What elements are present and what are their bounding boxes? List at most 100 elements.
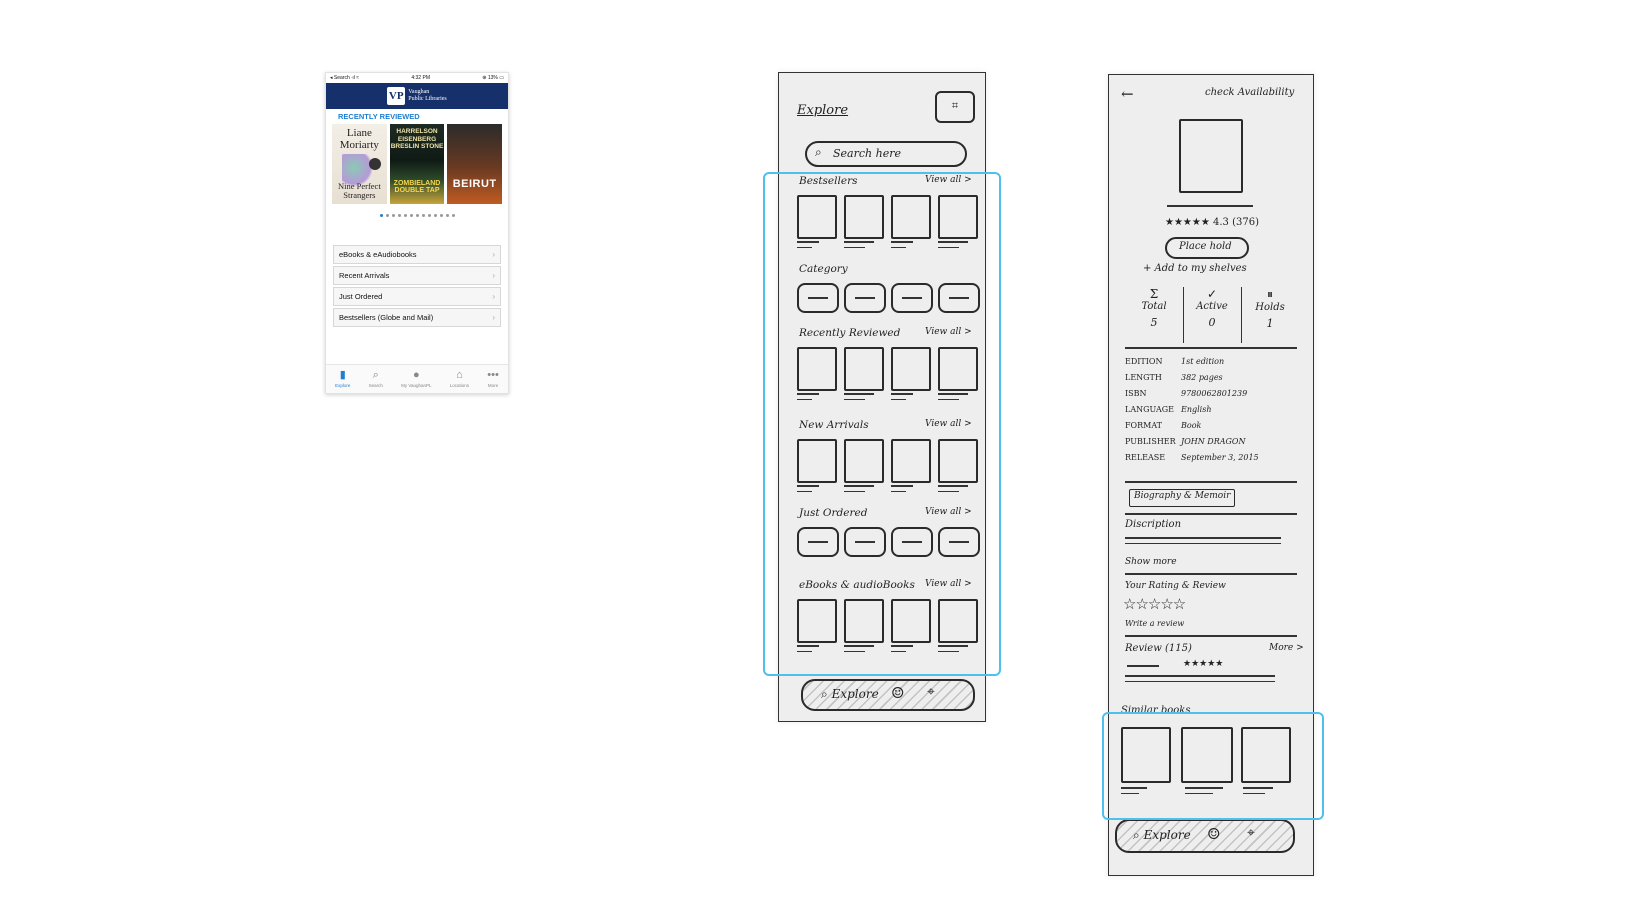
pager-dot[interactable] (433, 214, 437, 217)
pager-dot[interactable] (427, 214, 431, 217)
menu-item-recent-arrivals[interactable]: Recent Arrivals › (333, 266, 501, 285)
book-thumbnail[interactable] (844, 439, 884, 483)
pager-dot[interactable] (379, 214, 383, 217)
nav-explore[interactable]: ⌕ Explore (1133, 828, 1191, 843)
pager-dot[interactable] (397, 214, 401, 217)
book-thumbnail[interactable] (844, 347, 884, 391)
chip-label-line (949, 541, 969, 543)
book-thumbnail[interactable] (938, 195, 978, 239)
brand-line-1: Vaughan (408, 89, 430, 95)
book-thumbnail[interactable] (891, 599, 931, 643)
pager-dot[interactable] (415, 214, 419, 217)
chevron-right-icon: › (492, 271, 495, 280)
similar-book-2[interactable] (1181, 727, 1233, 783)
tab-explore[interactable]: ▮ Explore (335, 369, 350, 389)
rating-stars-input[interactable]: ☆☆☆☆☆ (1123, 595, 1186, 613)
book-thumbnail[interactable] (891, 347, 931, 391)
menu-item-ebooks[interactable]: eBooks & eAudiobooks › (333, 245, 501, 264)
category-chip[interactable] (797, 527, 839, 557)
person-icon[interactable]: ☺ (1207, 825, 1221, 843)
similar-book-1[interactable] (1121, 727, 1171, 783)
pager-dot[interactable] (451, 214, 455, 217)
view-all-link[interactable]: View all > (925, 419, 972, 429)
book-text-lines (797, 485, 819, 496)
tab-more[interactable]: ••• More (487, 370, 499, 389)
book-text-lines (844, 241, 874, 252)
genre-tag[interactable]: Biography & Memoir (1129, 489, 1235, 507)
book-cover-3[interactable]: BEIRUT (447, 124, 503, 204)
nav-explore-label: Explore (831, 687, 879, 701)
pager-dot[interactable] (403, 214, 407, 217)
view-all-link[interactable]: View all > (925, 175, 972, 185)
show-more-link[interactable]: Show more (1125, 557, 1177, 567)
book-thumbnail[interactable] (891, 439, 931, 483)
category-chip[interactable] (891, 283, 933, 313)
section-label: Category (799, 263, 848, 275)
location-pin-icon[interactable]: ⌖ (927, 684, 935, 700)
book-text-lines (938, 645, 968, 656)
back-arrow-icon[interactable]: ← (1121, 85, 1134, 103)
book-text-lines (938, 393, 968, 404)
tab-my-vaughanpl[interactable]: ● My VaughanPL (401, 370, 431, 389)
menu-item-bestsellers[interactable]: Bestsellers (Globe and Mail) › (333, 308, 501, 327)
view-all-link[interactable]: View all > (925, 507, 972, 517)
scan-qr-icon[interactable]: ⌗ (935, 91, 975, 123)
book-cover-2[interactable]: HARRELSON EISENBERG BRESLIN STONE ZOMBIE… (389, 124, 445, 204)
stat-value: 1 (1266, 317, 1274, 330)
pager-dot[interactable] (445, 214, 449, 217)
person-icon[interactable]: ☺ (891, 684, 905, 702)
similar-book-3[interactable] (1241, 727, 1291, 783)
your-rating-label: Your Rating & Review (1125, 581, 1226, 591)
category-chip[interactable] (891, 527, 933, 557)
add-to-shelves-link[interactable]: + Add to my shelves (1143, 263, 1247, 274)
book-thumbnail[interactable] (797, 195, 837, 239)
category-chip[interactable] (938, 283, 980, 313)
menu-item-label: Just Ordered (339, 292, 383, 301)
book-thumbnail[interactable] (938, 439, 978, 483)
description-label: Discription (1125, 519, 1182, 530)
nav-explore[interactable]: ⌕ Explore (821, 687, 879, 702)
book-text-lines (891, 241, 913, 252)
category-chip[interactable] (844, 283, 886, 313)
pager-dot[interactable] (409, 214, 413, 217)
more-reviews-link[interactable]: More > (1269, 643, 1304, 653)
similar-book-1-lines (1121, 787, 1147, 798)
pager-dot[interactable] (391, 214, 395, 217)
book-thumbnail[interactable] (797, 439, 837, 483)
book-thumbnail[interactable] (891, 195, 931, 239)
location-pin-icon[interactable]: ⌖ (1247, 825, 1255, 841)
view-all-link[interactable]: View all > (925, 579, 972, 589)
pager-dot[interactable] (421, 214, 425, 217)
tab-locations[interactable]: ⌂ Locations (450, 370, 469, 389)
pager-dot[interactable] (439, 214, 443, 217)
book-text-lines (891, 393, 913, 404)
tab-search[interactable]: ⌕ Search (369, 370, 383, 389)
book-thumbnail[interactable] (797, 347, 837, 391)
book-cover-1[interactable]: Liane Moriarty Nine Perfect Strangers (332, 124, 387, 204)
place-hold-button[interactable]: Place hold (1165, 237, 1249, 259)
meta-key: FORMAT (1125, 421, 1162, 430)
menu-item-just-ordered[interactable]: Just Ordered › (333, 287, 501, 306)
check-availability-link[interactable]: check Availability (1205, 87, 1295, 98)
category-chip[interactable] (844, 527, 886, 557)
search-input[interactable]: ⌕ Search here (805, 141, 967, 167)
book-thumbnail[interactable] (844, 195, 884, 239)
book-thumbnail[interactable] (797, 599, 837, 643)
cover-cast: HARRELSON EISENBERG BRESLIN STONE (390, 128, 444, 150)
cover-carousel[interactable]: Liane Moriarty Nine Perfect Strangers HA… (326, 121, 508, 204)
stat-label: Active (1196, 301, 1228, 312)
meta-key: ISBN (1125, 389, 1147, 398)
category-chip[interactable] (938, 527, 980, 557)
write-review-link[interactable]: Write a review (1125, 619, 1185, 628)
carousel-pager[interactable] (326, 214, 508, 217)
pager-dot[interactable] (385, 214, 389, 217)
book-thumbnail[interactable] (938, 599, 978, 643)
category-chip[interactable] (797, 283, 839, 313)
book-thumbnail[interactable] (938, 347, 978, 391)
book-icon: ▮ (339, 369, 346, 381)
view-all-link[interactable]: View all > (925, 327, 972, 337)
book-thumbnail[interactable] (844, 599, 884, 643)
